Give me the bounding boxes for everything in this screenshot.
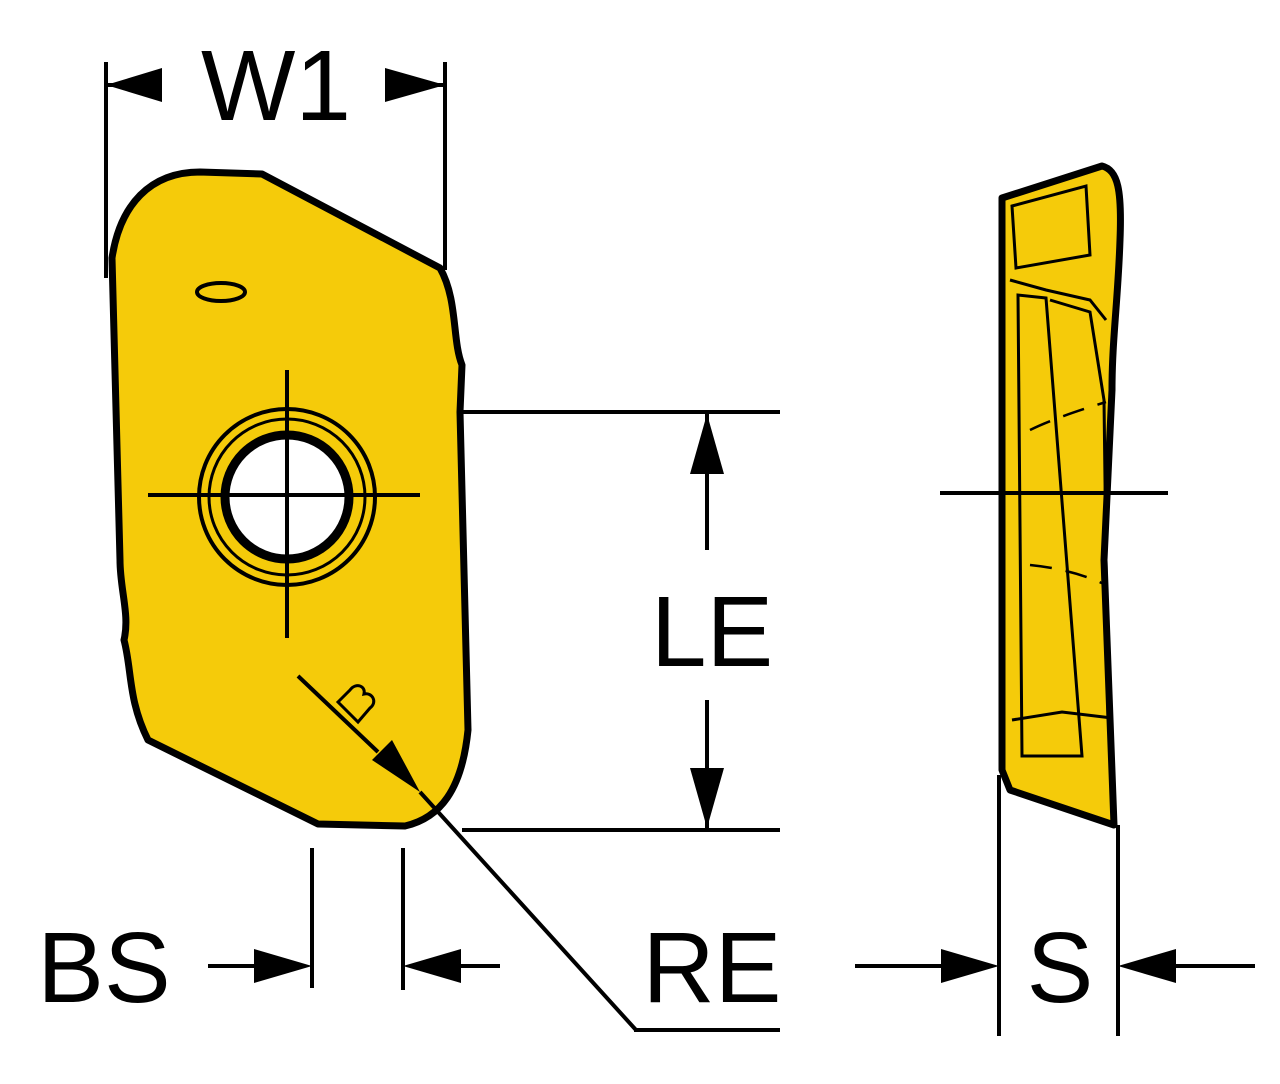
insert-side-view [940,162,1168,829]
side-hidden-line-bottom [1029,563,1107,587]
insert-slot-mark [195,281,247,303]
side-facet-top [1010,184,1092,270]
le-dimension: LE [462,410,780,832]
re-arrowhead [372,740,420,792]
side-facet-inner-left [1016,293,1084,758]
corner-marker-symbol [335,684,376,725]
w1-label: W1 [201,30,351,142]
bs-arrowhead-right [403,949,461,983]
le-label: LE [651,576,773,688]
re-label: RE [643,912,782,1024]
side-hidden-line-top [1029,400,1107,432]
bs-label: BS [37,912,170,1024]
side-facet-upper [1009,278,1108,321]
bs-dimension: BS [37,848,500,1024]
le-arrowhead-bottom [690,768,724,828]
side-facet-inner-right [1049,298,1110,721]
s-arrowhead-right [1118,949,1176,983]
s-arrowhead-left [941,949,999,983]
bs-arrowhead-left [254,949,312,983]
le-arrowhead-top [690,414,724,474]
s-dimension: S [855,775,1255,1036]
re-leader-short [296,674,380,754]
insert-front-view [108,168,472,830]
re-leader-long [418,790,638,1032]
s-label: S [1027,912,1094,1024]
re-dimension: RE [296,674,782,1032]
w1-dimension: W1 [104,30,447,278]
w1-arrowhead-right [385,68,445,102]
side-facet-bottom [1011,710,1113,722]
w1-arrowhead-left [106,68,162,102]
